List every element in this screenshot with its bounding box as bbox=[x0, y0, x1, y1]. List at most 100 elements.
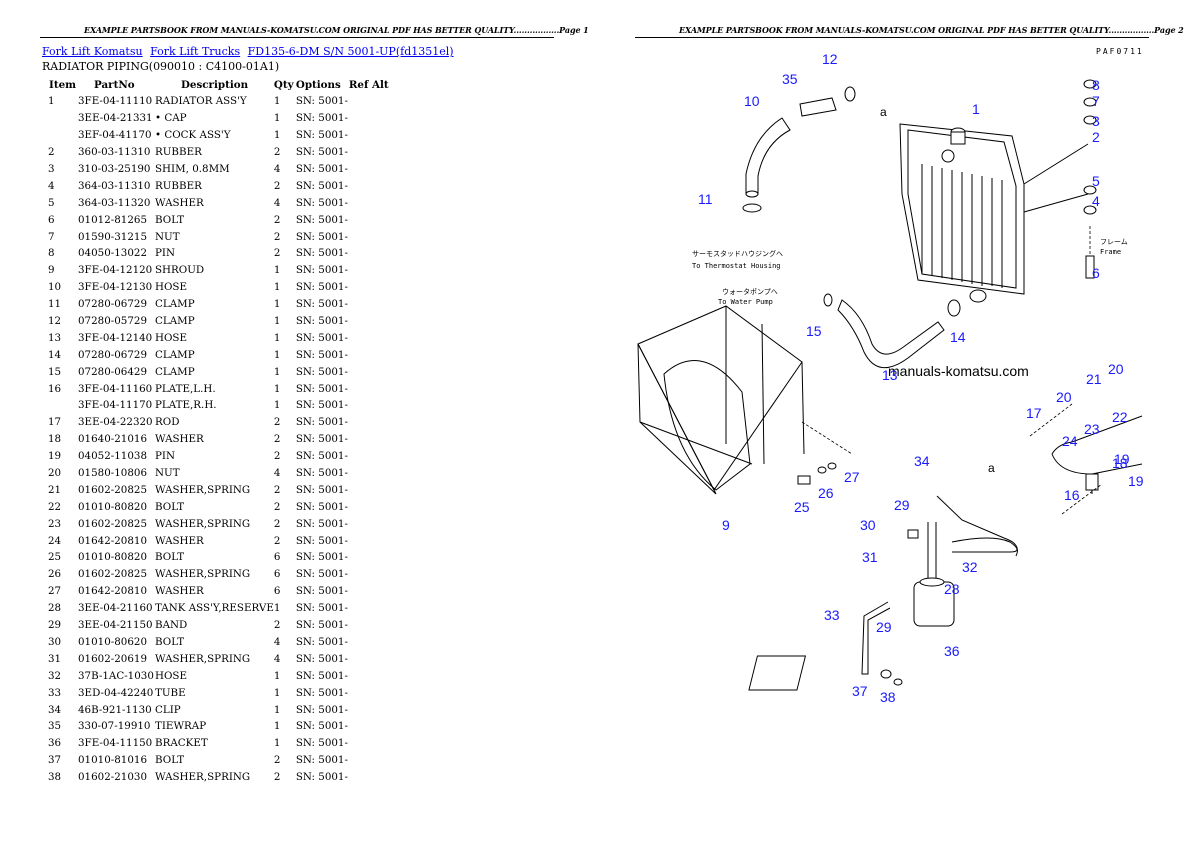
cell-item: 10 bbox=[48, 281, 62, 294]
cell-item: 3 bbox=[48, 163, 55, 175]
reference-letter-a: a bbox=[880, 105, 887, 119]
cell-description: WASHER,SPRING bbox=[155, 517, 251, 530]
callout-23: 23 bbox=[1084, 421, 1100, 437]
cell-partno: 01590-31215 bbox=[78, 230, 147, 243]
cell-description: BOLT bbox=[155, 635, 185, 648]
cell-refalt bbox=[349, 634, 389, 651]
cell-refalt bbox=[349, 144, 389, 161]
cell-refalt bbox=[349, 262, 389, 279]
cell-refalt bbox=[349, 127, 389, 144]
reserve-tank-drawing bbox=[748, 495, 1018, 691]
cell-item: 14 bbox=[48, 348, 62, 361]
callout-20b: 20 bbox=[1056, 389, 1072, 405]
cell-qty: 1 bbox=[273, 602, 281, 615]
cell-qty: 2 bbox=[273, 179, 281, 192]
cell-options: SN: 5001- bbox=[295, 652, 348, 665]
header-rule bbox=[635, 37, 1149, 38]
page-2: EXAMPLE PARTSBOOK FROM MANUALS-KOMATSU.C… bbox=[595, 0, 1190, 842]
cell-refalt bbox=[349, 313, 389, 330]
cell-qty: 1 bbox=[273, 129, 281, 142]
cell-partno: 01010-80620 bbox=[78, 635, 147, 648]
callout-26: 26 bbox=[818, 485, 834, 501]
cell-qty: 6 bbox=[273, 568, 281, 581]
cell-item: 27 bbox=[48, 585, 62, 598]
col-partno-header: PartNo bbox=[94, 78, 135, 91]
cell-partno: 01010-81016 bbox=[78, 754, 147, 767]
cell-options: SN: 5001- bbox=[295, 146, 348, 159]
cell-description: PLATE,R.H. bbox=[155, 399, 217, 412]
cell-refalt bbox=[349, 684, 389, 701]
breadcrumb-link-model[interactable]: FD135-6-DM S/N 5001-UP(fd1351el) bbox=[247, 45, 454, 58]
cell-description: • CAP bbox=[155, 112, 187, 125]
cell-qty: 1 bbox=[273, 95, 281, 108]
cell-description: TIEWRAP bbox=[155, 720, 207, 733]
cell-refalt bbox=[349, 515, 389, 532]
cell-options: SN: 5001- bbox=[295, 754, 348, 767]
cell-refalt bbox=[349, 194, 389, 211]
cell-item: 26 bbox=[48, 568, 62, 581]
cell-description: TANK ASS'Y,RESERVE bbox=[155, 602, 274, 615]
callout-6: 6 bbox=[1092, 265, 1100, 281]
breadcrumb-link-komatsu[interactable]: Fork Lift Komatsu bbox=[42, 45, 143, 58]
callout-33: 33 bbox=[824, 607, 840, 623]
cell-description: BOLT bbox=[155, 551, 185, 564]
cell-partno: 3FE-04-12130 bbox=[78, 281, 153, 294]
cell-qty: 1 bbox=[273, 399, 281, 412]
cell-qty: 2 bbox=[273, 213, 281, 226]
cell-qty: 2 bbox=[273, 247, 281, 260]
cell-item: 16 bbox=[48, 382, 62, 395]
callout-31: 31 bbox=[862, 549, 878, 565]
breadcrumb-link-trucks[interactable]: Fork Lift Trucks bbox=[150, 45, 241, 58]
cell-item: 32 bbox=[48, 669, 62, 682]
cell-refalt bbox=[349, 363, 389, 380]
cell-refalt bbox=[349, 583, 389, 600]
cell-item: 8 bbox=[48, 247, 55, 260]
callout-10: 10 bbox=[744, 93, 760, 109]
callout-17: 17 bbox=[1026, 405, 1042, 421]
cell-item: 17 bbox=[48, 416, 62, 429]
cell-refalt bbox=[349, 752, 389, 769]
cell-qty: 2 bbox=[273, 500, 281, 513]
cell-description: WASHER,SPRING bbox=[155, 652, 251, 665]
cell-qty: 1 bbox=[273, 298, 281, 311]
cell-qty: 2 bbox=[273, 146, 281, 159]
cell-refalt bbox=[349, 245, 389, 262]
callout-20: 20 bbox=[1108, 361, 1124, 377]
lower-hose-drawing bbox=[823, 293, 961, 368]
callout-18: 18 bbox=[1112, 455, 1128, 471]
cell-description: HOSE bbox=[155, 669, 187, 682]
rod-assembly-drawing bbox=[1029, 79, 1143, 515]
cell-partno: 07280-06429 bbox=[78, 365, 147, 378]
cell-options: SN: 5001- bbox=[295, 163, 348, 175]
callout-8: 8 bbox=[1092, 77, 1100, 93]
cell-item: 34 bbox=[48, 703, 62, 716]
cell-description: PLATE,L.H. bbox=[155, 382, 216, 395]
cell-refalt bbox=[349, 498, 389, 515]
callout-32: 32 bbox=[962, 559, 978, 575]
cell-refalt bbox=[349, 93, 389, 110]
cell-item bbox=[42, 127, 78, 144]
cell-description: CLAMP bbox=[155, 348, 195, 361]
callout-21: 21 bbox=[1086, 371, 1102, 387]
cell-refalt bbox=[349, 346, 389, 363]
cell-options: SN: 5001- bbox=[295, 112, 348, 125]
callout-36: 36 bbox=[944, 643, 960, 659]
cell-item: 37 bbox=[48, 754, 62, 767]
cell-options: SN: 5001- bbox=[295, 331, 348, 344]
cell-description: SHROUD bbox=[155, 264, 205, 277]
cell-options: SN: 5001- bbox=[295, 230, 348, 243]
cell-partno: 3FE-04-11110 bbox=[78, 95, 153, 108]
callout-2: 2 bbox=[1092, 129, 1100, 145]
